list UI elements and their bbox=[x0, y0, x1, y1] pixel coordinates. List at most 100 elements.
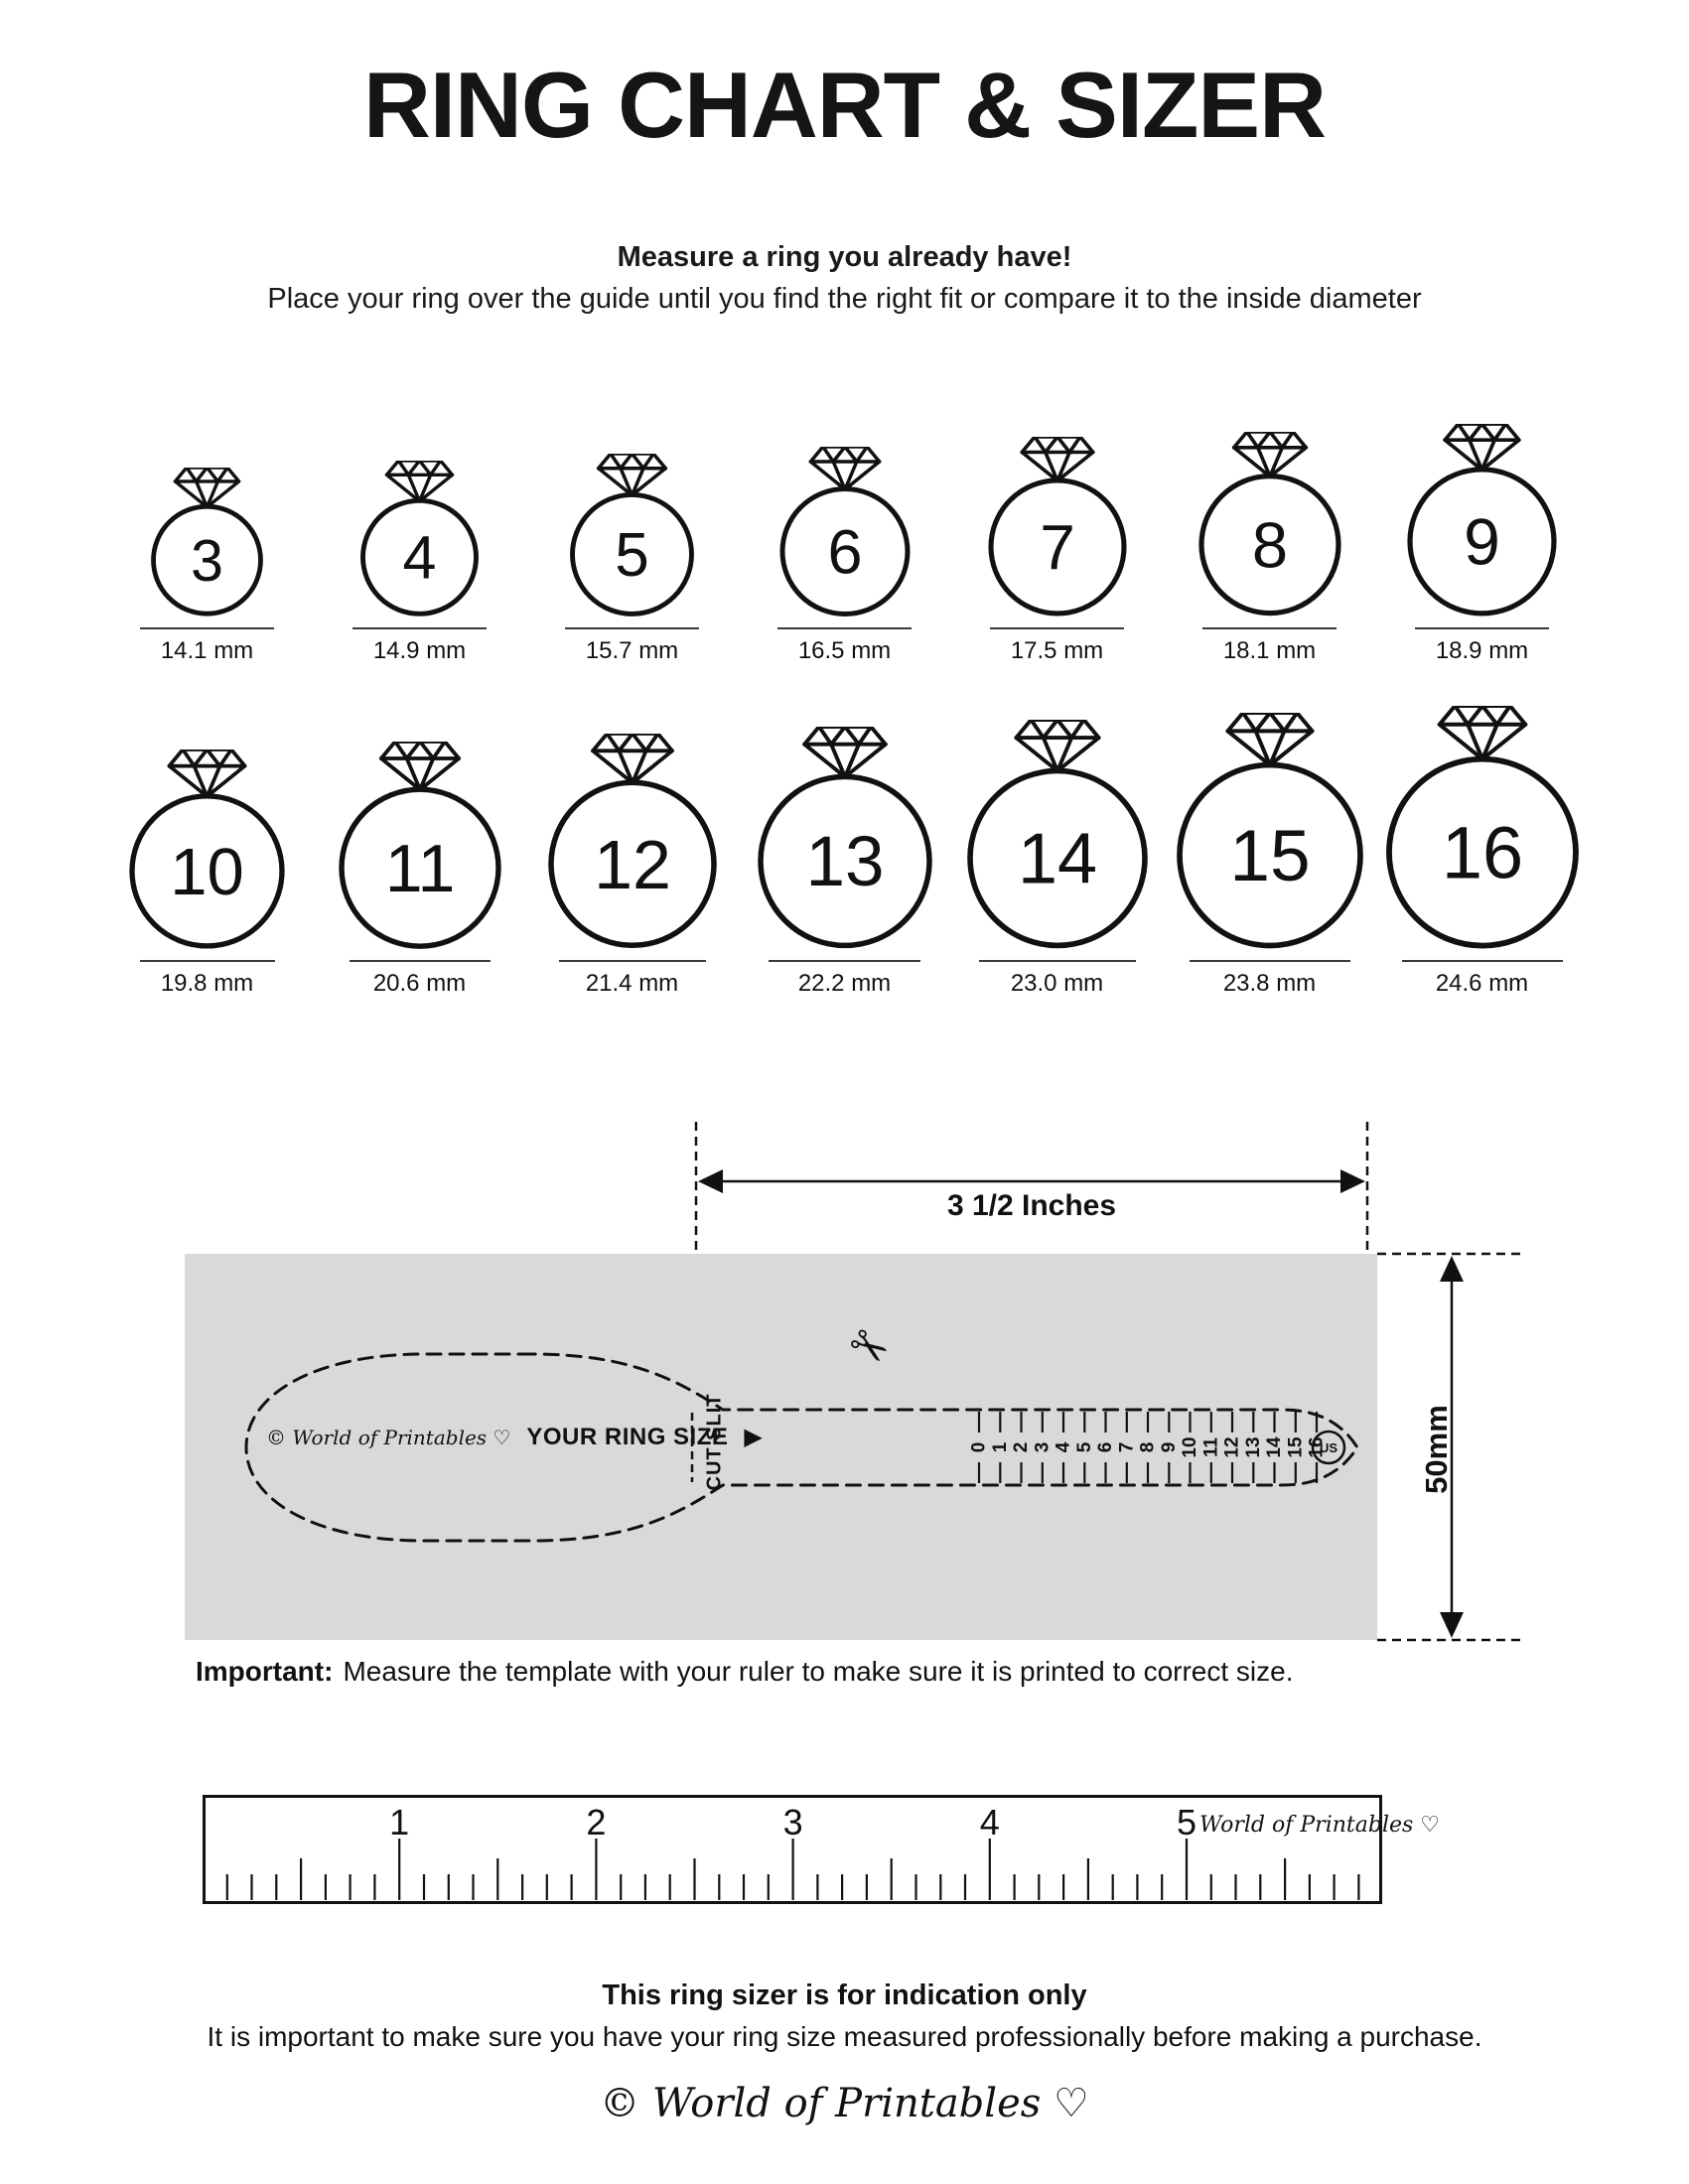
ring-size-item: 11 20.6 mm bbox=[314, 742, 526, 998]
ring-icon: 9 bbox=[1407, 424, 1557, 616]
ring-icon: 5 bbox=[570, 454, 694, 616]
ring-size-item: 3 14.1 mm bbox=[101, 468, 314, 665]
ring-size-item: 5 15.7 mm bbox=[526, 454, 739, 665]
svg-text:16: 16 bbox=[1307, 1436, 1328, 1457]
important-note: Important:Measure the template with your… bbox=[196, 1656, 1294, 1688]
height-dimension-label: 50mm bbox=[1419, 1405, 1454, 1494]
sizer-cutout-outline bbox=[244, 1352, 1359, 1543]
svg-text:9: 9 bbox=[1159, 1442, 1180, 1453]
ring-underline bbox=[777, 627, 912, 629]
svg-text:7: 7 bbox=[1116, 1442, 1137, 1453]
ring-underline bbox=[1189, 960, 1350, 962]
ring-size-number: 14 bbox=[1017, 820, 1096, 899]
ring-icon: 6 bbox=[779, 447, 910, 616]
ring-icon: 3 bbox=[151, 468, 263, 616]
brand-script-ruler: World of Printables ♡ bbox=[1199, 1813, 1440, 1838]
ring-row-sizes-3-9: 3 14.1 mm 4 14.9 mm 5 15.7 mm bbox=[101, 415, 1589, 665]
svg-text:3: 3 bbox=[783, 1802, 803, 1843]
ring-size-number: 12 bbox=[594, 826, 671, 903]
ring-size-item: 15 23.8 mm bbox=[1164, 713, 1376, 998]
ring-underline bbox=[1202, 627, 1337, 629]
ring-size-item: 16 24.6 mm bbox=[1376, 706, 1589, 998]
ring-underline bbox=[139, 960, 275, 962]
ring-underline bbox=[349, 960, 491, 962]
height-dimension-lines bbox=[1377, 1252, 1526, 1642]
subtitle: Place your ring over the guide until you… bbox=[267, 283, 1422, 315]
svg-text:8: 8 bbox=[1138, 1442, 1159, 1453]
svg-text:0: 0 bbox=[969, 1442, 990, 1453]
ring-size-item: 6 16.5 mm bbox=[739, 447, 951, 665]
ring-size-item: 10 19.8 mm bbox=[101, 750, 314, 998]
ring-size-number: 3 bbox=[191, 528, 223, 594]
ring-size-number: 9 bbox=[1464, 505, 1500, 579]
ring-size-item: 12 21.4 mm bbox=[526, 734, 739, 998]
svg-text:11: 11 bbox=[1200, 1437, 1221, 1458]
ring-row-sizes-10-16: 10 19.8 mm 11 20.6 mm 12 21.4 mm bbox=[101, 700, 1589, 998]
ring-icon: 15 bbox=[1176, 713, 1363, 949]
us-badge-label: US bbox=[1320, 1440, 1337, 1455]
brand-script-sizer: © World of Printables ♡ bbox=[266, 1426, 511, 1449]
ring-underline bbox=[990, 627, 1124, 629]
svg-text:5: 5 bbox=[1177, 1802, 1196, 1843]
ring-diameter-label: 21.4 mm bbox=[585, 970, 679, 997]
ring-size-number: 11 bbox=[384, 831, 455, 906]
important-label: Important: bbox=[196, 1656, 334, 1687]
ring-diameter-label: 19.8 mm bbox=[160, 970, 254, 997]
width-dimension-lines bbox=[694, 1122, 1369, 1257]
svg-text:12: 12 bbox=[1222, 1436, 1243, 1457]
ring-diameter-label: 14.1 mm bbox=[160, 637, 254, 664]
us-badge-circle bbox=[1311, 1430, 1346, 1465]
svg-text:1: 1 bbox=[990, 1441, 1011, 1452]
ring-icon: 16 bbox=[1385, 706, 1579, 949]
width-dimension-label: 3 1/2 Inches bbox=[946, 1189, 1117, 1222]
your-ring-size-label: YOUR RING SIZE bbox=[526, 1424, 729, 1450]
ring-size-item: 8 18.1 mm bbox=[1164, 432, 1376, 665]
svg-text:2: 2 bbox=[586, 1802, 606, 1843]
ring-size-number: 6 bbox=[827, 518, 862, 588]
svg-text:14: 14 bbox=[1264, 1436, 1285, 1458]
sizer-label-row: © World of Printables ♡ YOUR RING SIZE ▶ bbox=[266, 1424, 763, 1451]
ring-diameter-label: 23.8 mm bbox=[1222, 970, 1317, 997]
svg-text:13: 13 bbox=[1243, 1436, 1264, 1457]
ring-size-number: 10 bbox=[170, 835, 244, 909]
ring-underline bbox=[558, 960, 706, 962]
footer-bold-line: This ring sizer is for indication only bbox=[602, 1979, 1087, 2011]
ring-diameter-label: 23.0 mm bbox=[1010, 970, 1104, 997]
ring-underline bbox=[140, 627, 274, 629]
ring-diameter-label: 20.6 mm bbox=[372, 970, 467, 997]
ring-size-number: 5 bbox=[615, 521, 648, 590]
ring-diameter-label: 22.2 mm bbox=[797, 970, 892, 997]
ring-icon: 14 bbox=[966, 720, 1148, 949]
svg-text:15: 15 bbox=[1285, 1436, 1306, 1458]
ring-underline bbox=[769, 960, 920, 962]
ring-icon: 11 bbox=[338, 742, 501, 949]
svg-text:1: 1 bbox=[389, 1802, 409, 1843]
ring-size-number: 13 bbox=[805, 823, 884, 901]
arrow-up-icon bbox=[1440, 1256, 1464, 1282]
ring-size-item: 4 14.9 mm bbox=[314, 461, 526, 665]
arrow-left-icon bbox=[698, 1169, 723, 1193]
ruler-ticks bbox=[225, 1839, 1360, 1900]
ring-diameter-label: 17.5 mm bbox=[1010, 637, 1104, 664]
cut-slit-label: CUT SLIT bbox=[703, 1393, 726, 1491]
ring-underline bbox=[1401, 960, 1563, 962]
ring-diameter-label: 24.6 mm bbox=[1435, 970, 1529, 997]
subtitle-bold: Measure a ring you already have! bbox=[617, 241, 1072, 273]
svg-text:5: 5 bbox=[1074, 1441, 1095, 1452]
ring-underline bbox=[978, 960, 1136, 962]
ring-size-item: 9 18.9 mm bbox=[1376, 424, 1589, 665]
ring-icon: 10 bbox=[129, 750, 285, 949]
svg-text:4: 4 bbox=[1054, 1441, 1074, 1452]
ring-size-number: 15 bbox=[1229, 816, 1310, 896]
ring-diameter-label: 18.1 mm bbox=[1222, 637, 1317, 664]
ring-size-number: 4 bbox=[403, 524, 437, 592]
ring-size-item: 13 22.2 mm bbox=[739, 727, 951, 998]
page-title: RING CHART & SIZER bbox=[363, 53, 1327, 157]
ring-diameter-label: 16.5 mm bbox=[797, 637, 892, 664]
ring-diameter-label: 14.9 mm bbox=[372, 637, 467, 664]
ring-icon: 7 bbox=[987, 437, 1127, 616]
svg-text:10: 10 bbox=[1180, 1436, 1200, 1457]
